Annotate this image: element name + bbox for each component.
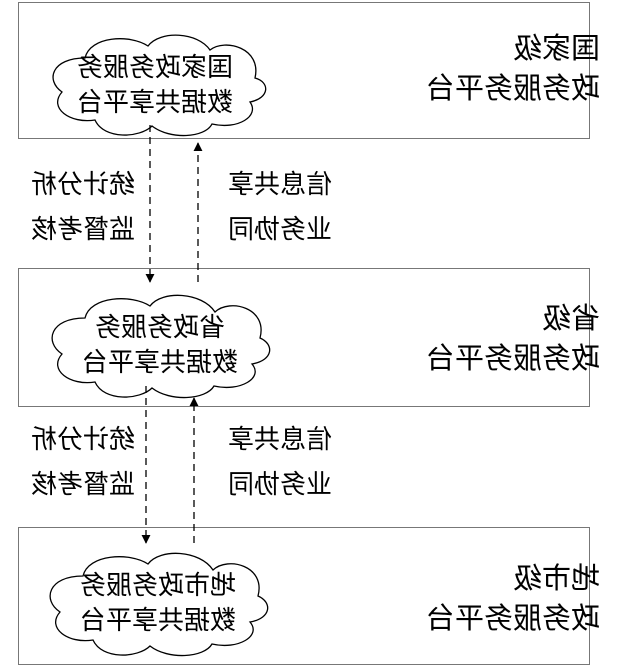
level-platform: 政务服务平台	[425, 341, 600, 375]
level-platform: 政务服务平台	[425, 601, 600, 635]
link-line: 业务协同	[227, 470, 332, 500]
level-name: 国家级	[512, 31, 600, 65]
cloud-line: 数据共享平台	[82, 348, 239, 378]
provincial-level-label: 省级 政务服务平台	[400, 298, 600, 378]
cloud-line: 国家政务服务	[77, 53, 234, 83]
up-link-label-2: 信息共享 业务协同	[228, 418, 332, 508]
national-cloud-shape	[52, 34, 267, 137]
link-line: 监督考核	[30, 215, 135, 245]
city-cloud-label: 地市政务服务 数据共享平台	[38, 569, 278, 639]
down-link-label-2: 统计分析 监督考核	[31, 418, 135, 508]
link-line: 业务协同	[227, 215, 332, 245]
link-line: 监督考核	[30, 470, 135, 500]
cloud-line: 数据共享平台	[80, 606, 237, 636]
provincial-cloud-label: 省政务服务 数据共享平台	[40, 311, 280, 381]
level-name: 地市级	[512, 561, 600, 595]
link-line: 信息共享	[227, 425, 332, 455]
level-name: 省级	[541, 301, 600, 335]
provincial-cloud-shape	[51, 294, 271, 399]
cloud-line: 地市政务服务	[80, 571, 237, 601]
link-line: 信息共享	[227, 170, 332, 200]
city-level-label: 地市级 政务服务平台	[400, 558, 600, 638]
down-link-label-1: 统计分析 监督考核	[31, 163, 135, 253]
cloud-line: 省政务服务	[95, 313, 226, 343]
up-link-label-1: 信息共享 业务协同	[228, 163, 332, 253]
national-level-label: 国家级 政务服务平台	[400, 28, 600, 108]
level-platform: 政务服务平台	[425, 71, 600, 105]
city-cloud-shape	[49, 552, 269, 657]
link-line: 统计分析	[30, 170, 135, 200]
cloud-line: 数据共享平台	[77, 88, 234, 118]
national-cloud-label: 国家政务服务 数据共享平台	[35, 51, 275, 121]
link-line: 统计分析	[30, 425, 135, 455]
